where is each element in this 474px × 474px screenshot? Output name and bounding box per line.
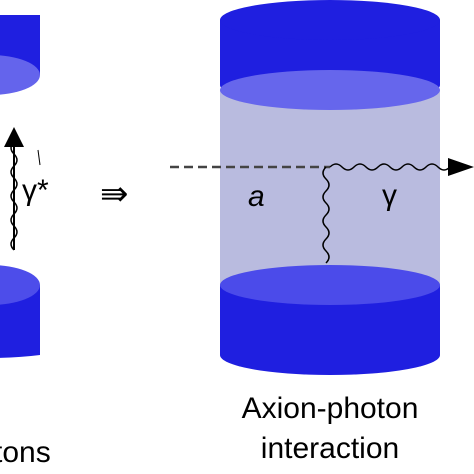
left-cavity: γ* (0, 15, 49, 358)
right-caption-line2: interaction (261, 432, 399, 465)
left-caption-partial: tons (0, 436, 51, 469)
virtual-photon-label: γ* (22, 174, 49, 207)
right-cavity: a γ (170, 0, 474, 375)
left-bottom-plate (0, 265, 40, 358)
axion-label: a (248, 180, 265, 213)
transition-arrow: ⇛ (100, 175, 129, 213)
field-photon-wave (322, 166, 330, 264)
field-region (220, 90, 440, 285)
photon-label: γ (382, 179, 397, 212)
outgoing-photon-arrowhead (448, 158, 474, 176)
right-top-plate (220, 0, 440, 110)
tick-mark (37, 149, 41, 166)
outgoing-photon-wave (329, 163, 451, 171)
left-top-plate (0, 15, 40, 95)
virtual-photon-wave (10, 141, 18, 251)
right-caption-line1: Axion-photon (242, 392, 419, 425)
right-bottom-plate (220, 265, 440, 375)
